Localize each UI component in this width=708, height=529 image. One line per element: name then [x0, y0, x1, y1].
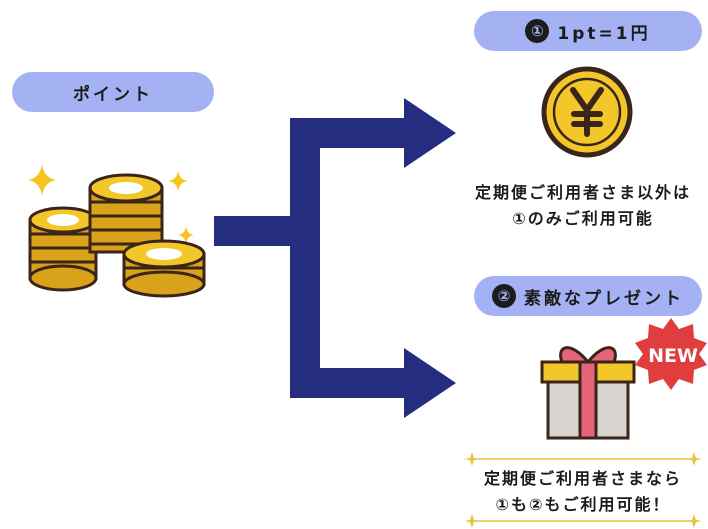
option2-note: 定期便ご利用者さまなら ①も②もご利用可能！ — [458, 466, 708, 518]
option1-number: ① — [525, 19, 550, 43]
sparkle-icon — [178, 226, 194, 244]
new-badge-text: NEW — [648, 345, 698, 367]
option2-note-line2: ①も②もご利用可能！ — [495, 495, 671, 514]
yen-coin-icon — [541, 66, 633, 158]
option1-note-line1: 定期便ご利用者さま以外は — [474, 183, 691, 202]
gift-box-icon — [540, 346, 636, 440]
option2-title: 素敵なプレゼント — [524, 288, 684, 309]
option1-title: 1pt=1円 — [557, 23, 651, 44]
points-label-pill: ポイント — [12, 72, 214, 112]
option1-note: 定期便ご利用者さま以外は ①のみご利用可能 — [458, 180, 708, 232]
sparkle-icon — [28, 164, 56, 196]
option1-pill: ① 1pt=1円 — [474, 11, 702, 51]
option2-note-line1: 定期便ご利用者さまなら — [483, 469, 682, 488]
coin-stack-icon — [28, 164, 206, 298]
decor-line-top — [464, 452, 702, 466]
new-badge: NEW — [635, 318, 707, 390]
points-label: ポイント — [73, 84, 153, 105]
option2-number: ② — [492, 284, 516, 308]
sparkle-icon — [168, 170, 188, 192]
option2-pill: ② 素敵なプレゼント — [474, 276, 702, 316]
option1-note-line2: ①のみご利用可能 — [512, 209, 654, 228]
decor-line-bottom — [464, 514, 702, 528]
